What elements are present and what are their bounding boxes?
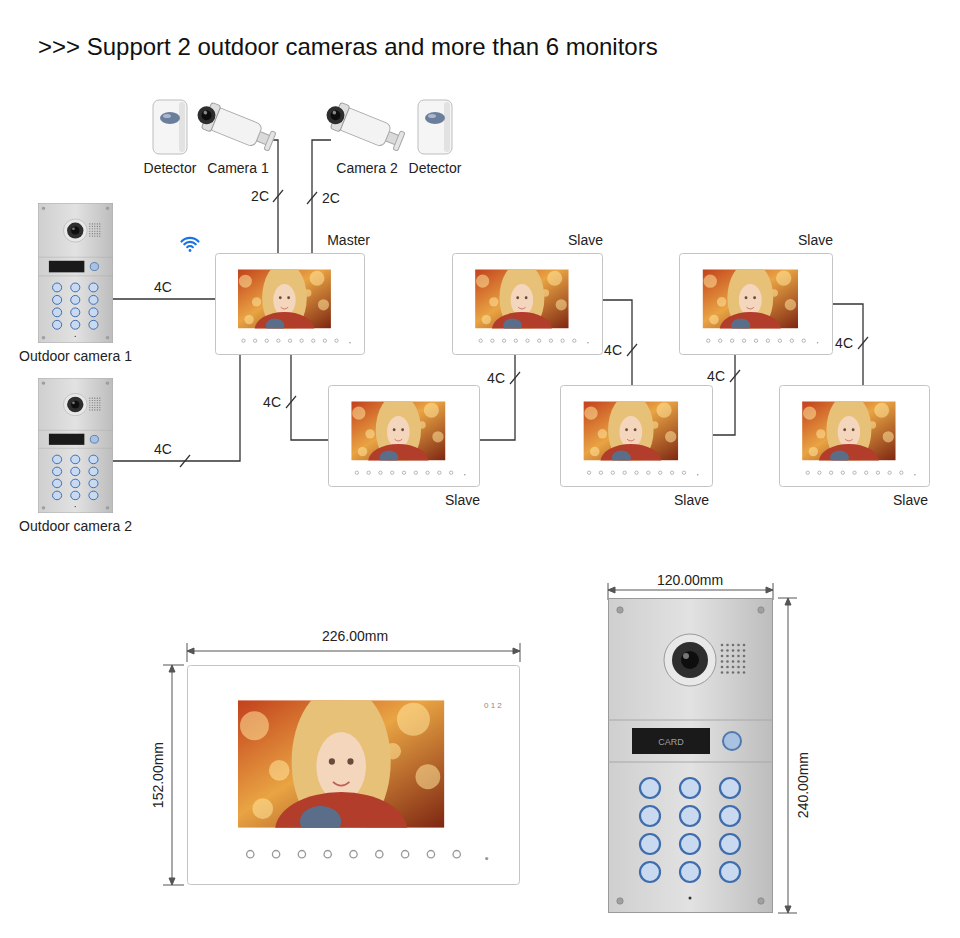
monitor-picture <box>679 253 833 355</box>
dimension-label: 120.00mm <box>657 572 723 588</box>
cable-connector <box>833 304 868 385</box>
monitor-picture <box>215 253 365 355</box>
cable-connector <box>113 355 240 467</box>
cctv-camera: Camera 2 <box>331 100 403 178</box>
monitor-role-label: Slave <box>674 492 709 508</box>
door-station-picture <box>38 203 113 343</box>
cable-mark <box>307 192 317 204</box>
dimension-label: 152.00mm <box>150 742 166 808</box>
cable-label: 4C <box>603 342 623 358</box>
cable-label: 4C <box>153 279 173 295</box>
cable-label: 4C <box>834 335 854 351</box>
cctv-camera: Camera 1 <box>203 100 273 178</box>
cable-label: 4C <box>153 441 173 457</box>
cable-label: 2C <box>321 190 341 206</box>
device-label: Camera 2 <box>331 160 403 176</box>
cable-mark <box>627 344 637 356</box>
monitor-role-label: Master <box>327 232 370 248</box>
cable-connector <box>286 355 328 440</box>
outdoor-station: Outdoor camera 1 <box>38 203 113 343</box>
door-station-picture <box>38 378 113 513</box>
dimension-label: 240.00mm <box>795 752 811 818</box>
monitor-role-label: Slave <box>893 492 928 508</box>
motion-detector: Detector <box>139 98 201 178</box>
device-label: Detector <box>404 160 466 176</box>
indoor-monitor: Slave <box>560 385 713 487</box>
cable-label: 2C <box>250 188 270 204</box>
cable-label: 4C <box>486 370 506 386</box>
cable-mark <box>273 190 283 202</box>
outdoor-station: Outdoor camera 2 <box>38 378 113 513</box>
monitor-picture <box>328 385 480 487</box>
cable-connector <box>713 355 740 435</box>
dimension-label: 226.00mm <box>322 628 388 644</box>
monitor-role-label: Slave <box>568 232 603 248</box>
card-reader-label: CARD <box>658 737 684 747</box>
cable-label: 4C <box>706 368 726 384</box>
monitor-picture <box>452 253 603 355</box>
indicator-numbers: 0 1 2 <box>484 701 502 710</box>
camera-picture <box>203 100 273 158</box>
device-label: Outdoor camera 1 <box>19 348 132 364</box>
indoor-monitor: Slave <box>679 253 833 355</box>
cable-connector <box>273 140 283 253</box>
monitor-role-label: Slave <box>798 232 833 248</box>
monitor-drawing <box>188 666 520 885</box>
cable-connector <box>603 300 637 385</box>
door-station-drawing <box>608 599 773 913</box>
cable-mark <box>510 372 520 384</box>
cable-mark <box>858 337 868 349</box>
cable-connector <box>113 299 215 300</box>
wifi-icon <box>182 238 199 252</box>
indoor-monitor: Slave <box>452 253 603 355</box>
cable-mark <box>730 370 740 382</box>
indoor-monitor: Master <box>215 253 365 355</box>
indoor-monitor: Slave <box>328 385 480 487</box>
cable-connector <box>480 355 520 440</box>
detector-picture <box>404 98 466 158</box>
camera-picture <box>331 100 403 158</box>
indoor-monitor: Slave <box>779 385 930 487</box>
device-label: Detector <box>139 160 201 176</box>
monitor-role-label: Slave <box>445 492 480 508</box>
monitor-picture <box>779 385 930 487</box>
cable-mark <box>286 396 296 408</box>
device-label: Camera 1 <box>203 160 273 176</box>
dimension-lines <box>163 583 797 913</box>
motion-detector: Detector <box>404 98 466 178</box>
cable-mark <box>180 455 190 467</box>
device-label: Outdoor camera 2 <box>19 518 132 534</box>
detector-picture <box>139 98 201 158</box>
cable-label: 4C <box>262 394 282 410</box>
monitor-picture <box>560 385 713 487</box>
diagram-title: >>> Support 2 outdoor cameras and more t… <box>38 33 658 61</box>
